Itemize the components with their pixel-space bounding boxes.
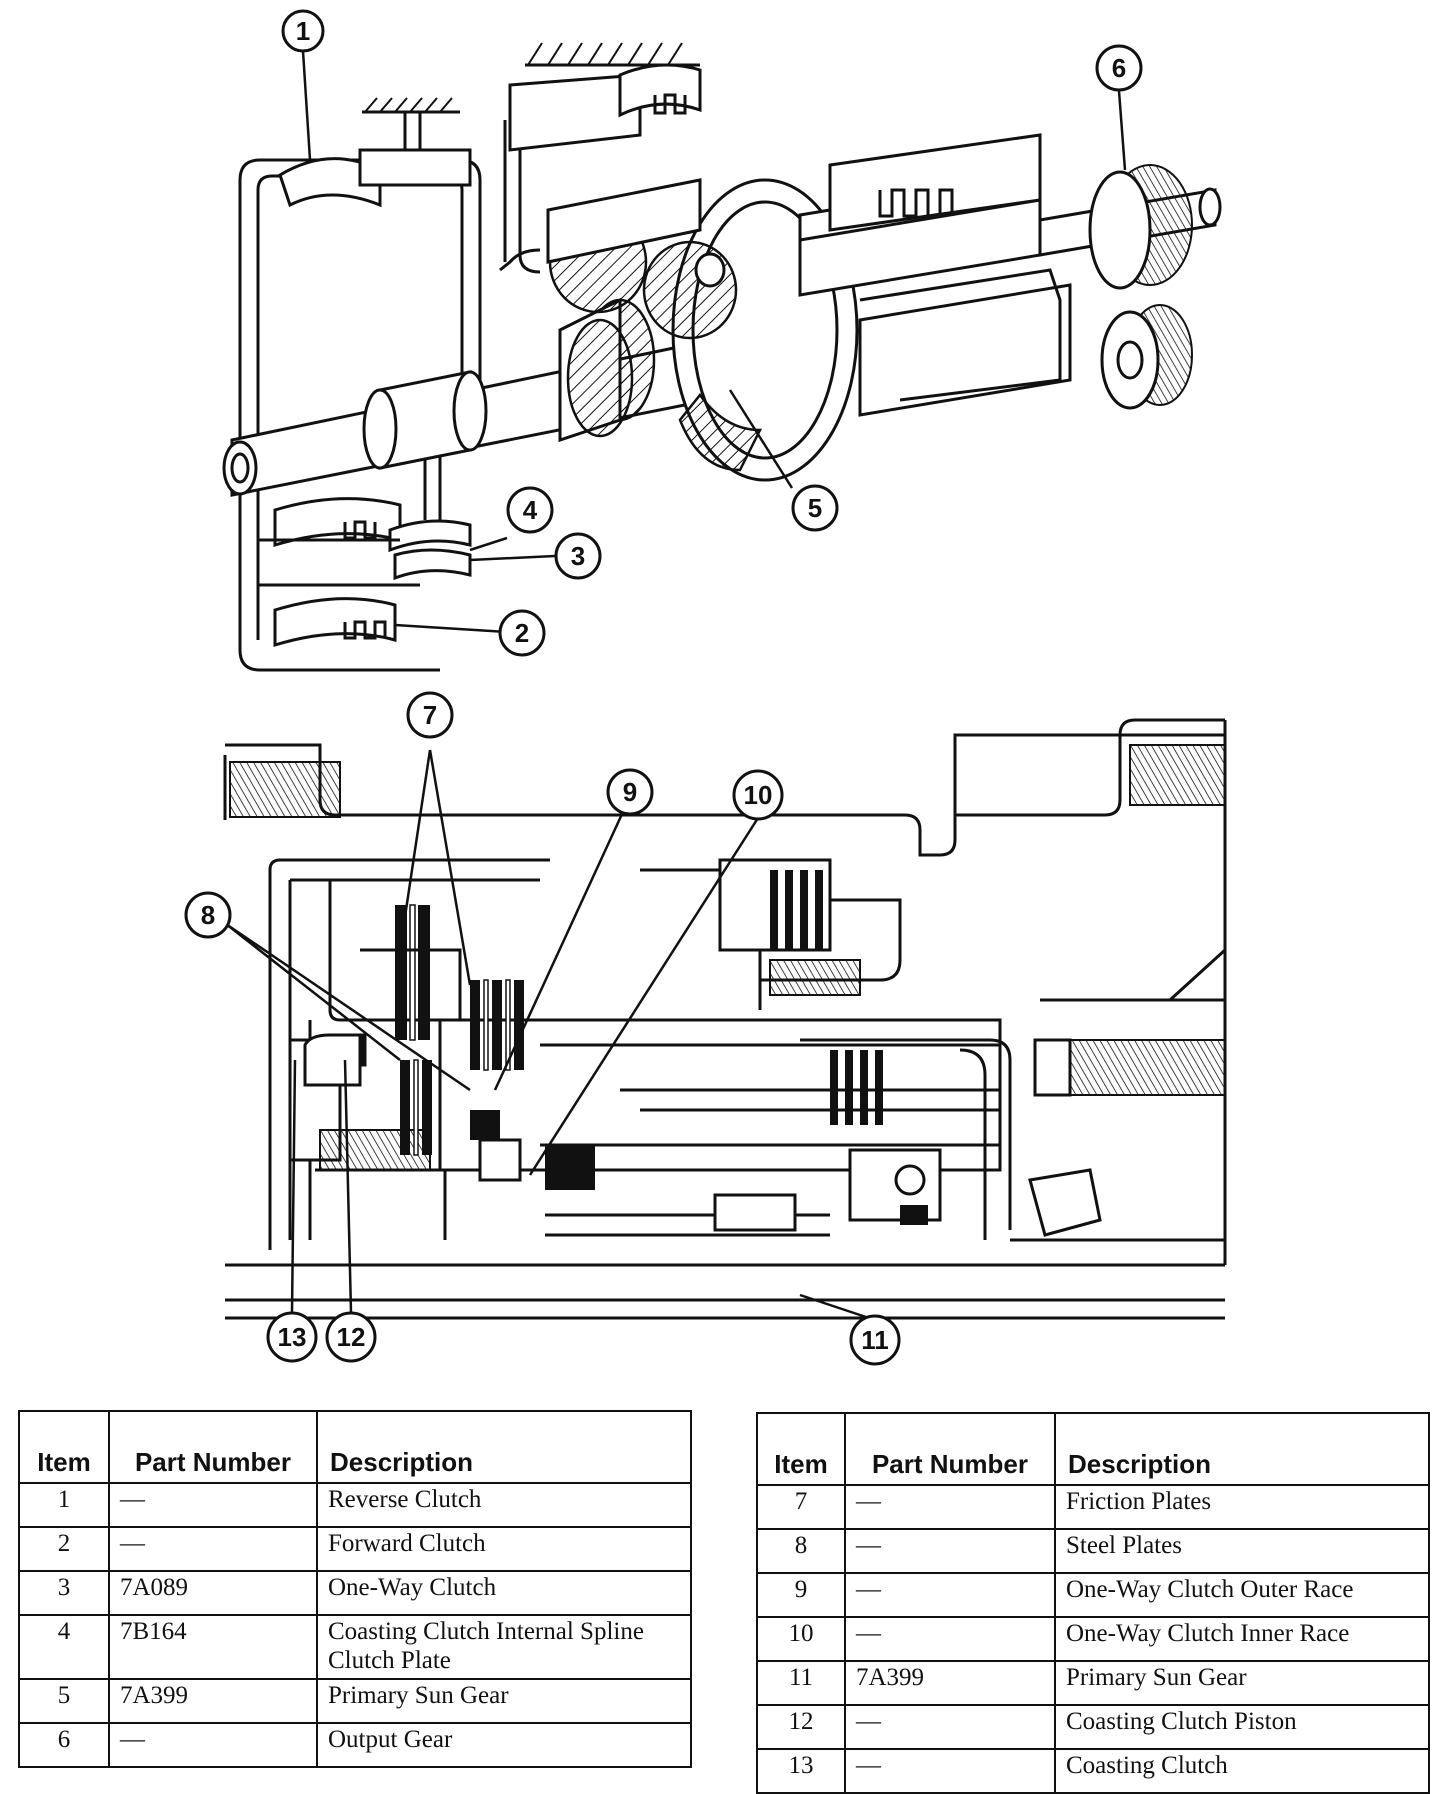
- callout-6: 6: [1095, 44, 1143, 92]
- table-row: 6—Output Gear: [18, 1721, 692, 1768]
- cell-part-number: —: [108, 1482, 318, 1528]
- cell-description: Coasting Clutch Piston: [1054, 1704, 1430, 1750]
- table-row: 12—Coasting Clutch Piston: [756, 1704, 1430, 1750]
- svg-text:4: 4: [523, 495, 538, 525]
- cell-part-number: —: [844, 1528, 1056, 1574]
- parts-table-right: Item Part Number Description 7—Friction …: [756, 1412, 1430, 1794]
- header-part-number: Part Number: [844, 1412, 1056, 1486]
- svg-text:7: 7: [423, 700, 437, 730]
- callout-2: 2: [498, 609, 546, 657]
- callout-3: 3: [554, 532, 602, 580]
- cell-part-number: 7A399: [844, 1660, 1056, 1706]
- callout-5: 5: [791, 484, 839, 532]
- upper-gearset-illustration: [222, 42, 1222, 672]
- cell-part-number: 7A089: [108, 1570, 318, 1616]
- cross-section-illustration: [223, 718, 1227, 1320]
- table-row: 8—Steel Plates: [756, 1528, 1430, 1574]
- callout-9: 9: [606, 768, 654, 816]
- cell-description: One-Way Clutch Inner Race: [1054, 1616, 1430, 1662]
- header-part-number: Part Number: [108, 1410, 318, 1484]
- callout-8: 8: [184, 891, 232, 939]
- svg-text:1: 1: [296, 16, 310, 46]
- cell-description: Coasting Clutch: [1054, 1748, 1430, 1794]
- header-item: Item: [756, 1412, 846, 1486]
- cell-description: Friction Plates: [1054, 1484, 1430, 1530]
- cell-item: 10: [756, 1616, 846, 1662]
- table-row: 9—One-Way Clutch Outer Race: [756, 1572, 1430, 1618]
- cell-item: 5: [18, 1677, 110, 1724]
- cell-item: 4: [18, 1614, 110, 1680]
- callout-7: 7: [406, 691, 454, 739]
- table-row: 13—Coasting Clutch: [756, 1748, 1430, 1794]
- cell-description: Primary Sun Gear: [1054, 1660, 1430, 1706]
- cell-part-number: —: [844, 1748, 1056, 1794]
- header-description: Description: [1054, 1412, 1430, 1486]
- cell-description: Output Gear: [316, 1721, 692, 1768]
- svg-text:6: 6: [1112, 53, 1126, 83]
- cell-description: Coasting Clutch Internal Spline Clutch P…: [316, 1614, 692, 1680]
- svg-text:5: 5: [808, 493, 822, 523]
- callout-4: 4: [506, 486, 554, 534]
- table-header-row: Item Part Number Description: [756, 1412, 1430, 1486]
- cell-description: One-Way Clutch Outer Race: [1054, 1572, 1430, 1618]
- callout-13: 13: [266, 1311, 318, 1363]
- svg-text:8: 8: [201, 900, 215, 930]
- callout-10: 10: [732, 769, 784, 821]
- callout-12: 12: [325, 1311, 377, 1363]
- cell-description: One-Way Clutch: [316, 1570, 692, 1616]
- cell-part-number: —: [844, 1616, 1056, 1662]
- cell-part-number: 7A399: [108, 1677, 318, 1724]
- cell-item: 3: [18, 1570, 110, 1616]
- svg-text:9: 9: [623, 777, 637, 807]
- leader-lines: [225, 50, 1127, 1322]
- cell-item: 12: [756, 1704, 846, 1750]
- cell-description: Reverse Clutch: [316, 1482, 692, 1528]
- ground-hatch-left: [362, 97, 460, 114]
- cell-description: Primary Sun Gear: [316, 1677, 692, 1724]
- svg-text:11: 11: [861, 1325, 889, 1355]
- cell-item: 11: [756, 1660, 846, 1706]
- transmission-diagram: 1 2 3 4 5 6 7 8 9 10 11 12 13: [184, 9, 1227, 1366]
- cell-item: 7: [756, 1484, 846, 1530]
- svg-text:13: 13: [278, 1322, 307, 1352]
- table-row: 7—Friction Plates: [756, 1484, 1430, 1530]
- table-row: 1—Reverse Clutch: [18, 1482, 692, 1528]
- svg-text:2: 2: [515, 618, 529, 648]
- cell-description: Steel Plates: [1054, 1528, 1430, 1574]
- cell-item: 8: [756, 1528, 846, 1574]
- table-row: 10—One-Way Clutch Inner Race: [756, 1616, 1430, 1662]
- callout-11: 11: [849, 1314, 901, 1366]
- ground-hatch-right: [525, 42, 700, 67]
- cell-part-number: —: [108, 1526, 318, 1572]
- svg-text:3: 3: [571, 541, 585, 571]
- cell-description: Forward Clutch: [316, 1526, 692, 1572]
- svg-text:12: 12: [337, 1322, 366, 1352]
- svg-text:10: 10: [744, 780, 773, 810]
- header-item: Item: [18, 1410, 110, 1484]
- table-header-row: Item Part Number Description: [18, 1410, 692, 1484]
- parts-table-left: Item Part Number Description 1—Reverse C…: [18, 1410, 692, 1768]
- cell-item: 9: [756, 1572, 846, 1618]
- header-description: Description: [316, 1410, 692, 1484]
- cell-part-number: —: [108, 1721, 318, 1768]
- table-row: 2—Forward Clutch: [18, 1526, 692, 1572]
- cell-item: 6: [18, 1721, 110, 1768]
- cell-item: 13: [756, 1748, 846, 1794]
- cell-part-number: 7B164: [108, 1614, 318, 1680]
- cell-item: 2: [18, 1526, 110, 1572]
- cell-part-number: —: [844, 1484, 1056, 1530]
- cell-part-number: —: [844, 1704, 1056, 1750]
- cell-item: 1: [18, 1482, 110, 1528]
- cell-part-number: —: [844, 1572, 1056, 1618]
- callout-1: 1: [281, 9, 325, 53]
